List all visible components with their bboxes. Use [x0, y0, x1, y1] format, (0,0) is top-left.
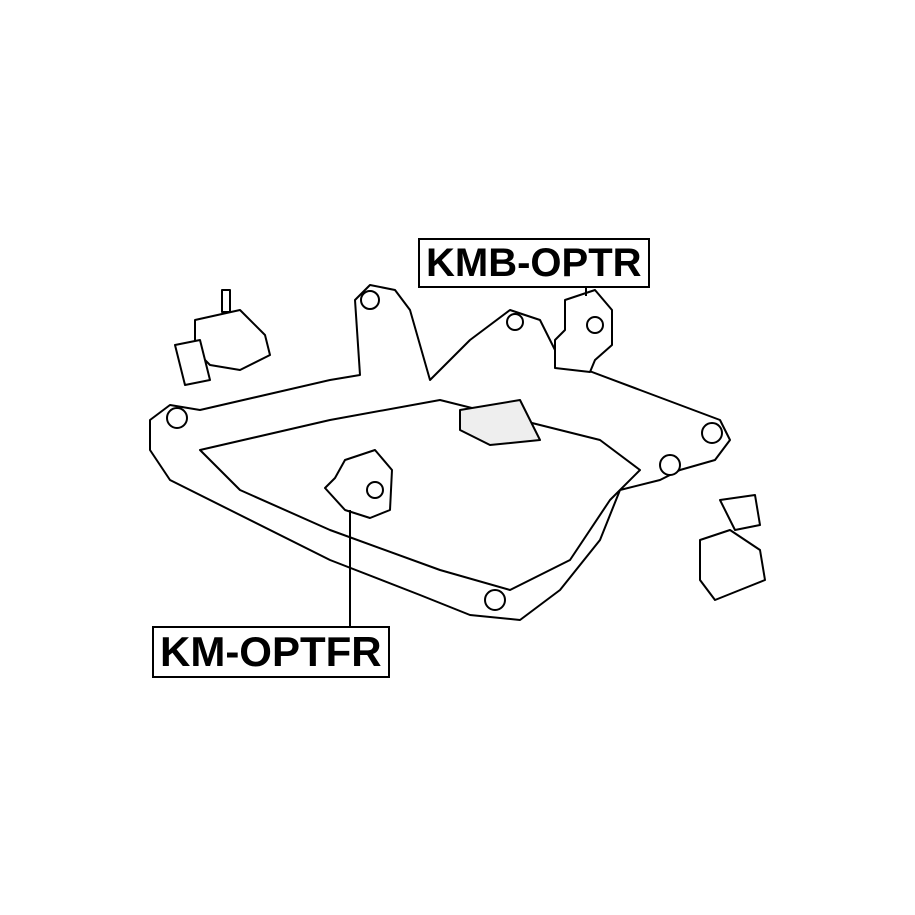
front-mount [324, 449, 393, 519]
part-label-front-mount: KM-OPTFR [152, 626, 390, 678]
part-label-rear-mount: KMB-OPTR [418, 238, 650, 288]
rear-mount [554, 289, 613, 373]
engine-mount-left [174, 289, 271, 386]
subframe [149, 284, 731, 621]
transmission-mount [699, 494, 766, 601]
